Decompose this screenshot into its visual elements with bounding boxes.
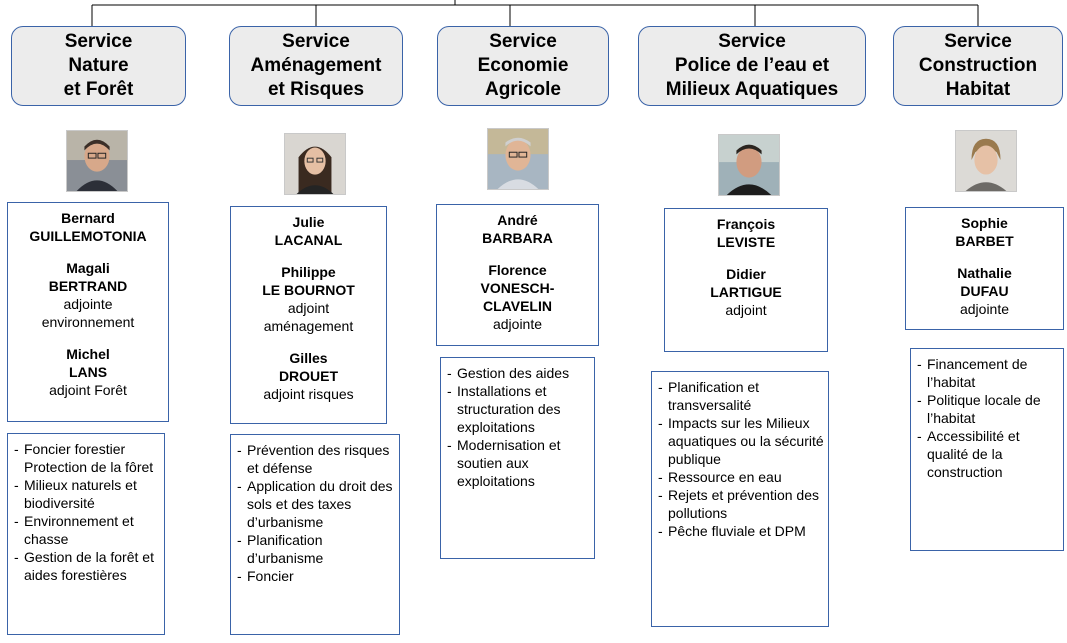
people-box-nature-foret: Bernard GUILLEMOTONIA Magali BERTRAND ad… <box>7 202 169 422</box>
photo-andre-barbara <box>487 128 549 190</box>
missions-box-nature-foret: Foncier forestier Protection de la fôret… <box>7 433 165 635</box>
person-role: adjoint risques <box>263 386 354 402</box>
mission-item: Gestion des aides <box>447 364 590 382</box>
mission-item: Modernisation et soutien aux exploitatio… <box>447 436 590 490</box>
person-role: adjoint Forêt <box>49 382 127 398</box>
person-name: Gilles DROUET <box>278 350 339 384</box>
mission-item: Planification d’urbanisme <box>237 531 395 567</box>
mission-item: Installations et structuration des explo… <box>447 382 590 436</box>
mission-item: Pêche fluviale et DPM <box>658 522 824 540</box>
person-role: adjoint <box>725 302 767 318</box>
person-name: Michel LANS <box>66 346 110 380</box>
mission-item: Impacts sur les Milieux aquatiques ou la… <box>658 414 824 468</box>
person-name: André BARBARA <box>482 212 553 246</box>
person-role: adjointe environnement <box>41 296 135 330</box>
missions-box-police-eau: Planification et transversalité Impacts … <box>651 371 829 627</box>
people-box-amenagement-risques: Julie LACANAL Philippe LE BOURNOT adjoin… <box>230 206 387 424</box>
person-role: adjointe <box>492 316 543 332</box>
mission-item: Accessibilité et qualité de la construct… <box>917 427 1059 481</box>
service-police-eau-box: Service Police de l’eau et Milieux Aquat… <box>638 26 866 106</box>
person-name: François LEVISTE <box>716 216 776 250</box>
person-deputy: Philippe LE BOURNOT adjoint aménagement <box>235 263 382 335</box>
person-name: Florence VONESCH- CLAVELIN <box>480 262 555 314</box>
mission-item: Gestion de la forêt et aides forestières <box>14 548 160 584</box>
mission-item: Prévention des risques et défense <box>237 441 395 477</box>
mission-item: Environnement et chasse <box>14 512 160 548</box>
person-role: adjointe <box>959 301 1010 317</box>
photo-francois-leviste <box>718 134 780 196</box>
mission-item: Financement de l’habitat <box>917 355 1059 391</box>
service-construction-habitat-box: Service Construction Habitat <box>893 26 1063 106</box>
people-box-economie-agricole: André BARBARA Florence VONESCH- CLAVELIN… <box>436 204 599 346</box>
person-deputy: Michel LANS adjoint Forêt <box>12 345 164 399</box>
service-economie-agricole-box: Service Economie Agricole <box>437 26 609 106</box>
person-deputy: Florence VONESCH- CLAVELIN adjointe <box>441 261 594 333</box>
person-name: Bernard GUILLEMOTONIA <box>29 210 147 244</box>
people-box-police-eau: François LEVISTE Didier LARTIGUE adjoint <box>664 208 828 352</box>
missions-box-economie-agricole: Gestion des aides Installations et struc… <box>440 357 595 559</box>
person-director: Julie LACANAL <box>235 213 382 249</box>
missions-box-construction-habitat: Financement de l’habitat Politique local… <box>910 348 1064 551</box>
photo-julie-lacanal <box>284 133 346 195</box>
mission-item: Planification et transversalité <box>658 378 824 414</box>
person-name: Sophie BARBET <box>955 215 1014 249</box>
missions-box-amenagement-risques: Prévention des risques et défense Applic… <box>230 434 400 635</box>
person-name: Julie LACANAL <box>274 214 343 248</box>
mission-item: Foncier <box>237 567 395 585</box>
mission-item: Ressource en eau <box>658 468 824 486</box>
person-name: Didier LARTIGUE <box>710 266 782 300</box>
mission-item: Application du droit des sols et des tax… <box>237 477 395 531</box>
mission-item: Foncier forestier Protection de la fôret <box>14 440 160 476</box>
person-deputy: Didier LARTIGUE adjoint <box>669 265 823 319</box>
person-role: adjoint aménagement <box>263 300 354 334</box>
person-director: François LEVISTE <box>669 215 823 251</box>
mission-item: Rejets et prévention des pollutions <box>658 486 824 522</box>
service-nature-foret-box: Service Nature et Forêt <box>11 26 186 106</box>
person-name: Philippe LE BOURNOT <box>262 264 355 298</box>
person-name: Magali BERTRAND <box>48 260 128 294</box>
person-director: André BARBARA <box>441 211 594 247</box>
person-deputy: Nathalie DUFAU adjointe <box>910 264 1059 318</box>
person-deputy: Gilles DROUET adjoint risques <box>235 349 382 403</box>
person-director: Bernard GUILLEMOTONIA <box>12 209 164 245</box>
people-box-construction-habitat: Sophie BARBET Nathalie DUFAU adjointe <box>905 207 1064 330</box>
mission-item: Politique locale de l’habitat <box>917 391 1059 427</box>
person-deputy: Magali BERTRAND adjointe environnement <box>12 259 164 331</box>
person-name: Nathalie DUFAU <box>957 265 1012 299</box>
mission-item: Milieux naturels et biodiversité <box>14 476 160 512</box>
photo-sophie-barbet <box>955 130 1017 192</box>
service-amenagement-risques-box: Service Aménagement et Risques <box>229 26 403 106</box>
photo-bernard-guillemotonia <box>66 130 128 192</box>
person-director: Sophie BARBET <box>910 214 1059 250</box>
